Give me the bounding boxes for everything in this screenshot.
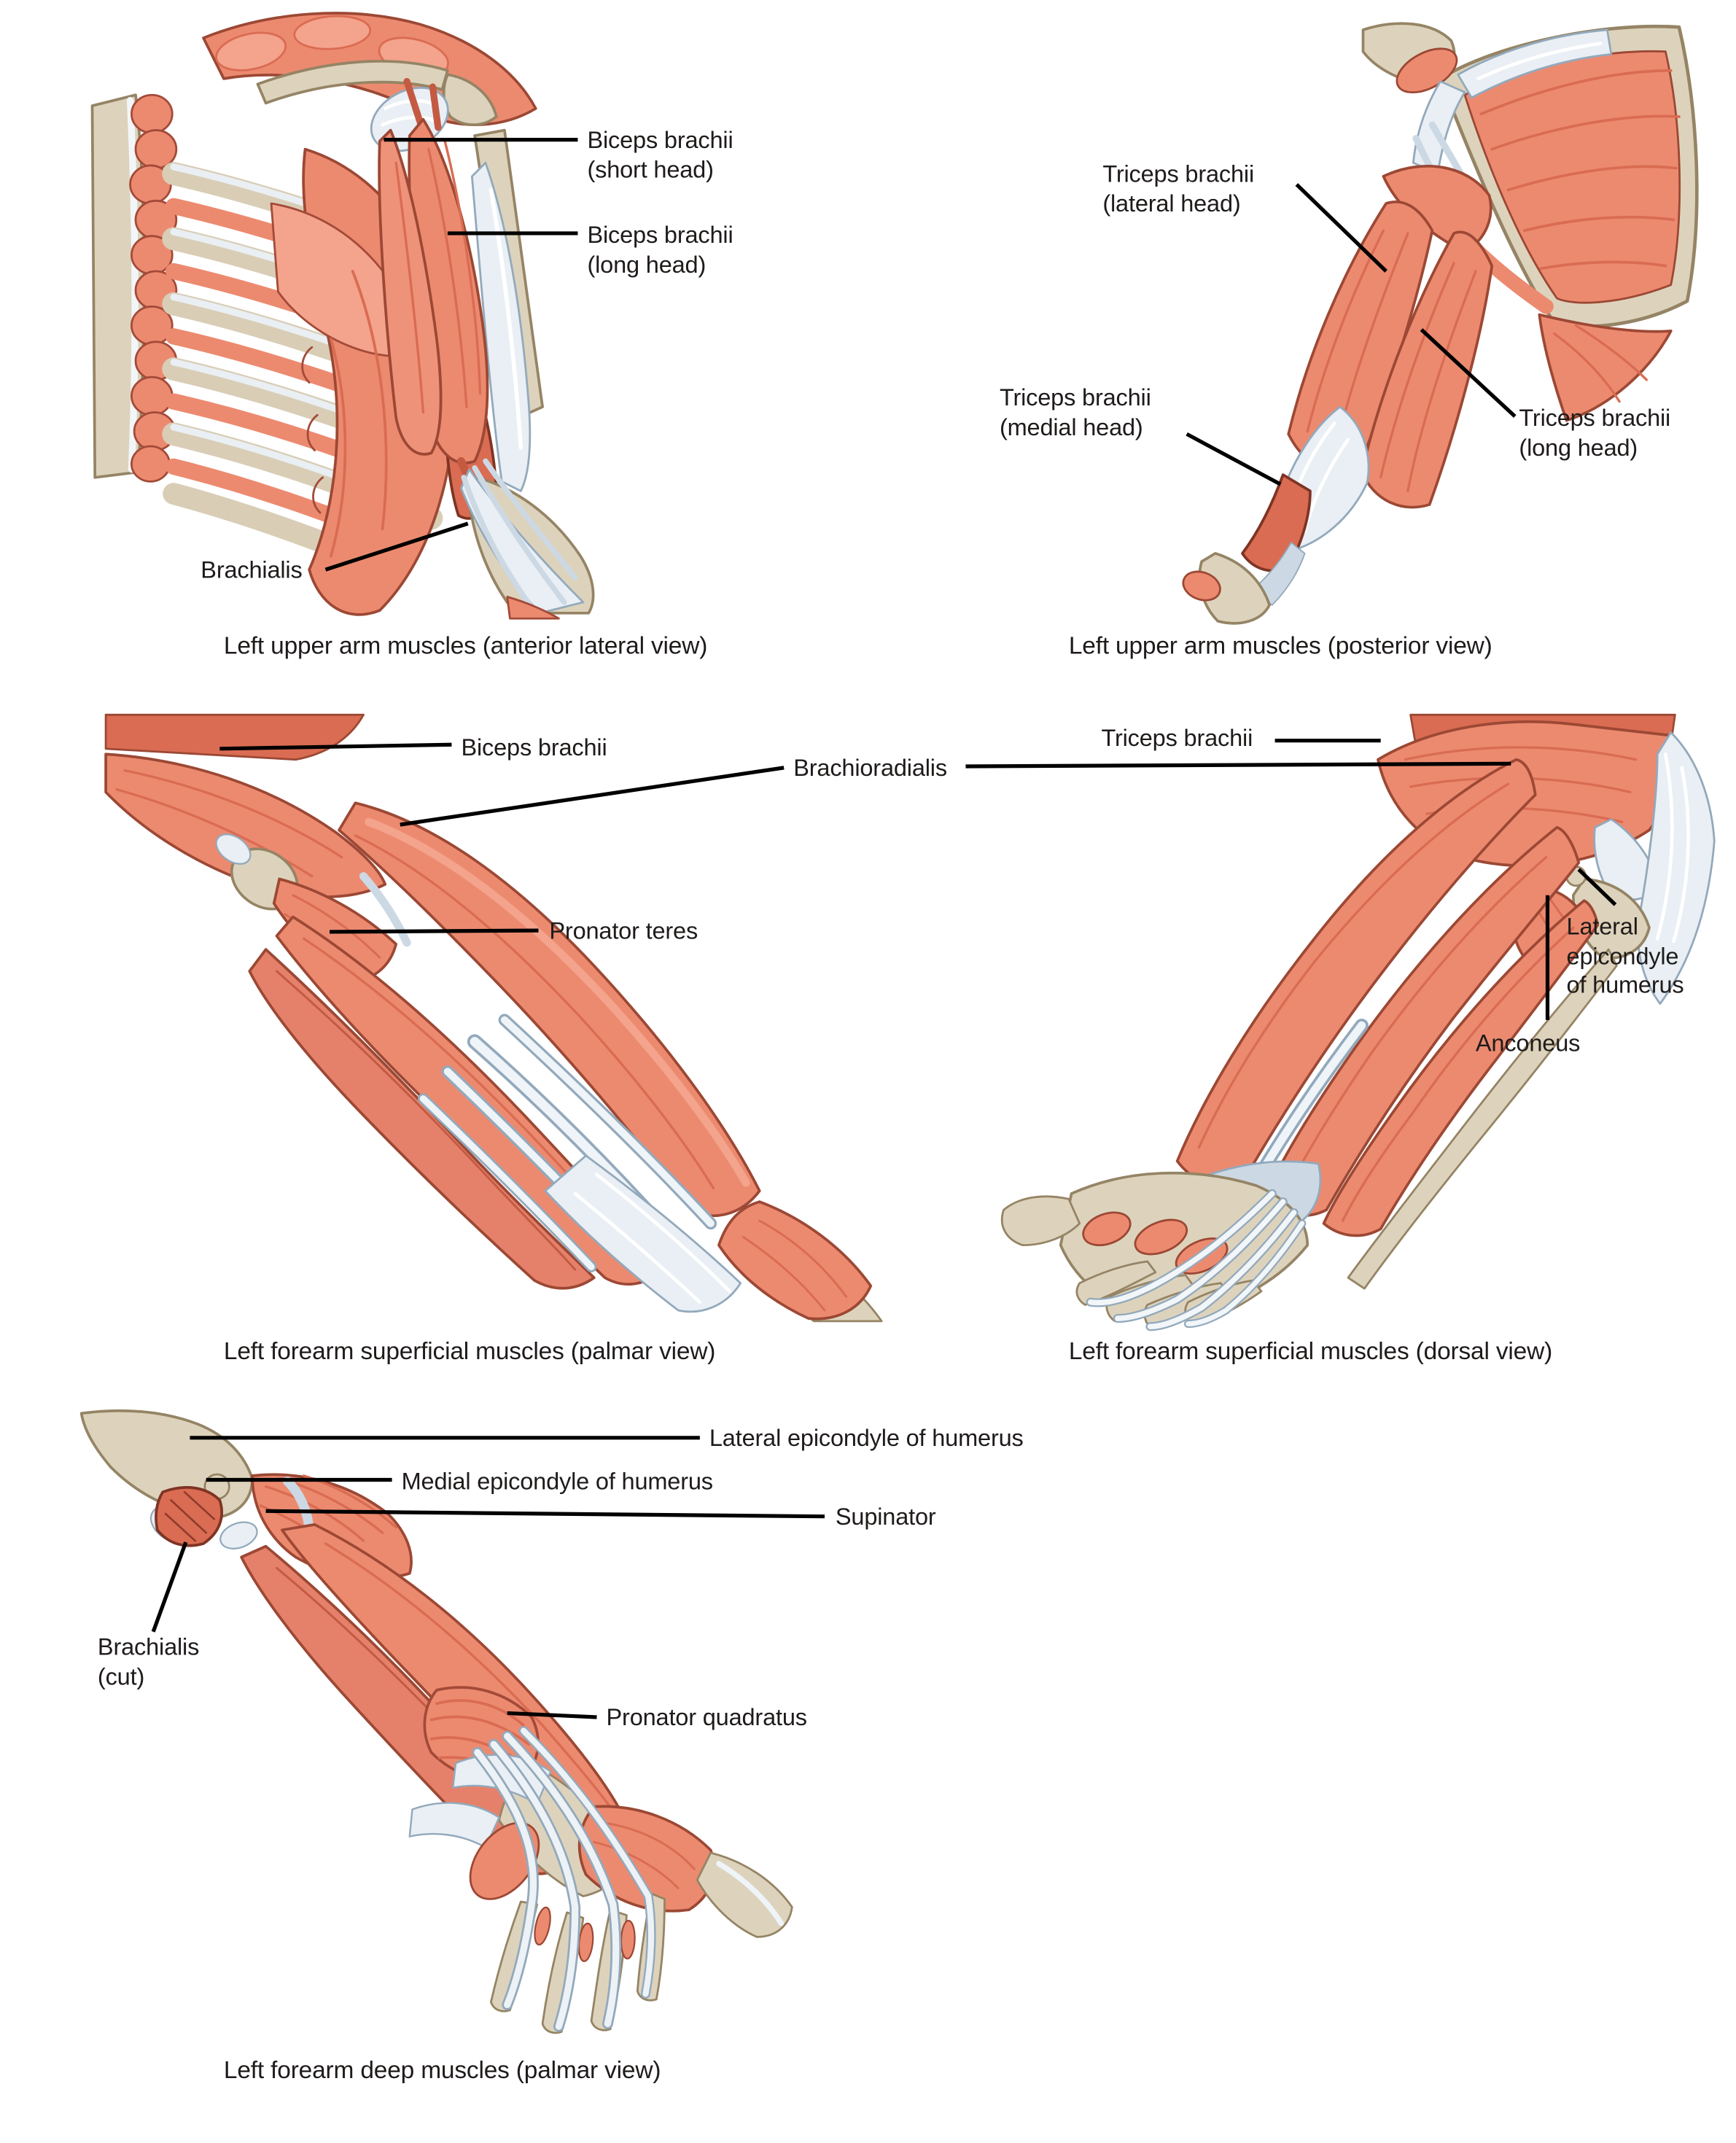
biceps-brachii-muscle <box>104 752 387 898</box>
callout-pronator-quadratus <box>507 1711 597 1719</box>
thenar-muscle <box>717 1200 873 1321</box>
label-brachioradialis: Brachioradialis <box>793 754 947 782</box>
ulna-bone-border <box>1347 948 1618 1290</box>
extensor-carpi-ulnaris-muscle <box>1322 899 1600 1237</box>
figure-forearm-dorsal-art <box>1000 713 1716 1331</box>
teres-major-muscle <box>1538 313 1673 422</box>
wrist-tendon-sheet <box>544 1154 742 1313</box>
brachioradialis-muscle <box>338 801 761 1218</box>
callout-biceps-brachii <box>219 742 452 751</box>
callout-brachialis-cut <box>151 1541 188 1633</box>
label-brachialis: Brachialis <box>201 556 303 583</box>
callout-triceps-lateral-head <box>1295 183 1387 273</box>
callout-triceps-long-head <box>1420 328 1517 418</box>
cut-muscle-edge <box>104 713 365 761</box>
supinator-muscle <box>251 1473 413 1581</box>
label-supinator: Supinator <box>835 1503 936 1531</box>
callout-supinator <box>265 1509 825 1519</box>
label-anconeus: Anconeus <box>1475 1029 1581 1057</box>
label-medial-epicondyle-deep: Medial epicondyle of humerus <box>401 1467 713 1495</box>
label-triceps-long-head: Triceps brachii (long head) <box>1519 404 1671 461</box>
label-lateral-epicondyle-dorsal: Lateral epicondyle of humerus <box>1566 912 1684 999</box>
callout-lines <box>151 137 1617 1719</box>
hypothenar-muscle <box>469 1821 540 1900</box>
spinal-muscle-column <box>129 93 178 483</box>
thumb-bone <box>1000 1195 1081 1247</box>
figure-upper-arm-anterior-art <box>90 12 595 620</box>
triceps-long-head-muscle <box>1360 230 1494 509</box>
interosseous-muscle <box>1082 1211 1132 1247</box>
extensor-digitorum-muscle <box>1262 825 1581 1217</box>
caption-forearm-deep: Left forearm deep muscles (palmar view) <box>223 2056 661 2084</box>
label-lateral-epicondyle-deep: Lateral epicondyle of humerus <box>709 1424 1024 1452</box>
label-biceps-short-head: Biceps brachii (short head) <box>587 125 733 183</box>
figure-forearm-deep-art <box>79 1409 793 2034</box>
label-biceps-long-head: Biceps brachii (long head) <box>587 221 733 278</box>
caption-forearm-palmar: Left forearm superficial muscles (palmar… <box>223 1337 716 1365</box>
thumb-bone <box>696 1851 793 1938</box>
label-pronator-teres: Pronator teres <box>549 917 698 944</box>
label-triceps-brachii: Triceps brachii <box>1101 724 1253 752</box>
biceps-short-head-muscle <box>378 128 443 456</box>
callout-pronator-teres <box>330 928 539 934</box>
caption-upper-arm-posterior: Left upper arm muscles (posterior view) <box>1068 631 1492 660</box>
callout-brachioradialis-left <box>400 766 785 827</box>
callout-triceps-medial-head <box>1186 432 1282 486</box>
caption-forearm-dorsal: Left forearm superficial muscles (dorsal… <box>1068 1337 1553 1365</box>
callout-brachialis <box>324 521 469 572</box>
lateral-tendon-sheet <box>470 161 532 492</box>
label-triceps-lateral-head: Triceps brachii (lateral head) <box>1102 160 1255 217</box>
figure-forearm-palmar-art <box>104 713 883 1323</box>
callout-lateral-epicondyle-dorsal <box>1577 868 1617 906</box>
label-triceps-medial-head: Triceps brachii (medial head) <box>999 384 1151 440</box>
label-biceps-brachii: Biceps brachii <box>461 734 607 761</box>
label-pronator-quadratus: Pronator quadratus <box>606 1703 808 1731</box>
label-brachialis-cut: Brachialis (cut) <box>97 1633 200 1690</box>
figure-upper-arm-posterior-art <box>1182 22 1699 625</box>
caption-upper-arm-anterior: Left upper arm muscles (anterior lateral… <box>223 631 708 660</box>
callout-brachioradialis-right <box>965 761 1511 769</box>
